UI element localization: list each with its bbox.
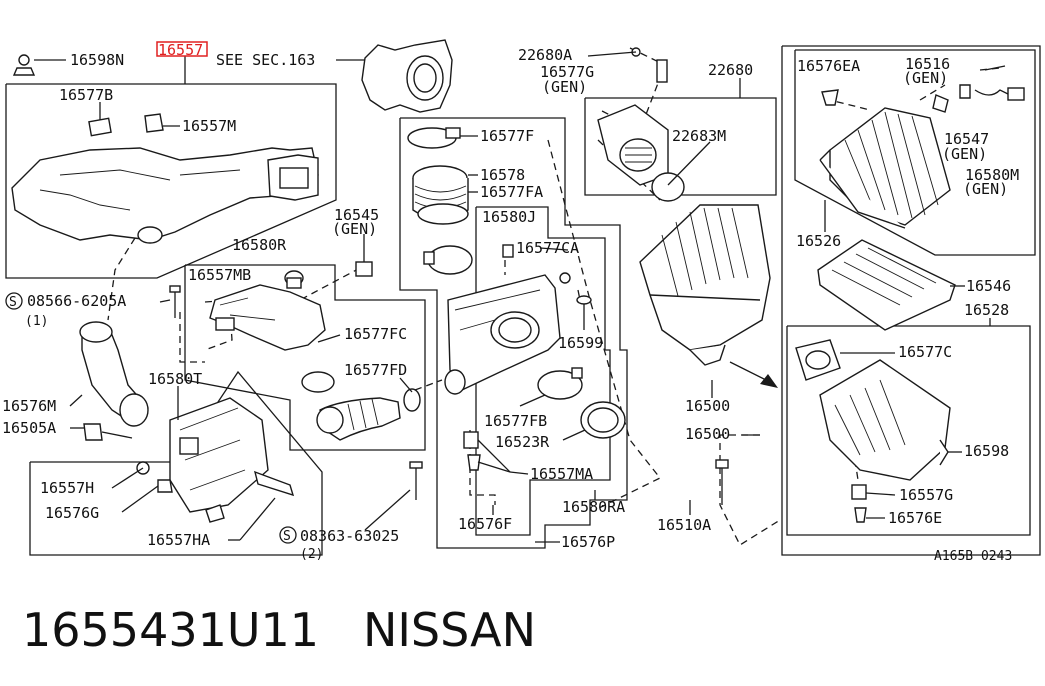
label-16598N: 16598N (70, 51, 124, 69)
label-16545-gen: (GEN) (332, 220, 377, 238)
label-see-sec: SEE SEC.163 (216, 51, 315, 69)
label-16557-highlighted[interactable]: 16557 (158, 41, 203, 59)
label-16557M: 16557M (182, 117, 236, 135)
label-16576G: 16576G (45, 504, 99, 522)
label-16577F: 16577F (480, 127, 534, 145)
upper-cover-16526-drawing (819, 65, 1025, 229)
label-16576P: 16576P (561, 533, 615, 551)
hose-assembly-drawing (407, 127, 473, 275)
label-16576E: 16576E (888, 509, 942, 527)
direction-arrow (729, 361, 778, 388)
label-16577FD: 16577FD (344, 361, 407, 379)
s-mark-08566 (5, 292, 23, 310)
footer-part-number: 1655431U11 (22, 603, 320, 657)
label-16580R: 16580R (232, 236, 287, 254)
label-16580M: 16580M (965, 166, 1019, 184)
label-16599: 16599 (558, 334, 603, 352)
label-16546: 16546 (966, 277, 1011, 295)
label-qty-2: (2) (300, 547, 323, 562)
throttle-body-drawing (361, 39, 453, 113)
label-16500-b: 16500 (685, 425, 730, 443)
label-16576M: 16576M (2, 397, 56, 415)
label-16580J: 16580J (482, 208, 536, 226)
label-16577G: 16577G (540, 63, 594, 81)
resonator-drawing (79, 321, 295, 523)
footer-caption: 1655431U11 NISSAN (22, 598, 536, 662)
label-16526: 16526 (796, 232, 841, 250)
lower-case-16528-drawing (795, 339, 951, 523)
grommets-center-drawing (463, 431, 481, 471)
clip-16598N-drawing (12, 54, 36, 76)
label-08566: 08566-6205A (27, 292, 126, 310)
label-ref-code: A165B 0243 (934, 549, 1012, 564)
label-16505A: 16505A (2, 419, 56, 437)
label-16598: 16598 (964, 442, 1009, 460)
leader-lines (34, 51, 991, 543)
label-16577G-gen: (GEN) (542, 78, 587, 96)
clamp-16577FB-drawing (537, 367, 626, 439)
label-16547: 16547 (944, 130, 989, 148)
label-16577FA: 16577FA (480, 183, 543, 201)
label-16557H: 16557H (40, 479, 94, 497)
label-16577FB: 16577FB (484, 412, 547, 430)
label-16510A: 16510A (657, 516, 711, 534)
label-16577FC: 16577FC (344, 325, 407, 343)
airflow-meter-drawing (597, 47, 685, 202)
housing-cover-drawing (444, 244, 592, 395)
filter-element-16546-drawing (817, 239, 956, 331)
label-16578: 16578 (480, 166, 525, 184)
label-16577CA: 16577CA (516, 239, 579, 257)
label-22683M: 22683M (672, 127, 726, 145)
label-08363: 08363-63025 (300, 527, 399, 545)
air-duct-drawing (11, 113, 319, 244)
label-16547-gen: (GEN) (942, 145, 987, 163)
s-mark-08363 (279, 526, 297, 544)
label-16523R: 16523R (495, 433, 550, 451)
label-qty-1: (1) (25, 314, 48, 329)
duct-16580R-drawing (209, 270, 326, 351)
tag-16545-drawing (355, 261, 373, 277)
bolt-08363-drawing (409, 461, 423, 500)
bolt-08566-drawing (169, 285, 181, 318)
label-16557MB: 16557MB (188, 266, 251, 284)
label-16580M-gen: (GEN) (963, 180, 1008, 198)
footer-brand: NISSAN (362, 603, 537, 657)
label-22680A: 22680A (518, 46, 572, 64)
label-16576EA: 16576EA (797, 57, 860, 75)
hose-16577FD-drawing (301, 371, 421, 441)
label-16545: 16545 (334, 206, 379, 224)
label-16516: 16516 (905, 55, 950, 73)
air-cleaner-assembly-drawing (639, 204, 771, 366)
label-16580T: 16580T (148, 370, 202, 388)
label-16516-gen: (GEN) (903, 69, 948, 87)
label-16577C: 16577C (898, 343, 952, 361)
label-16557MA: 16557MA (530, 465, 593, 483)
label-16557HA: 16557HA (147, 531, 210, 549)
label-16528: 16528 (964, 301, 1009, 319)
highlight-box (156, 41, 208, 57)
label-16557G: 16557G (899, 486, 953, 504)
bolt-16510A-drawing (715, 459, 729, 505)
label-16576F: 16576F (458, 515, 512, 533)
parts-diagram: 16598N 16557 SEE SEC.163 22680A 16577G (… (2, 39, 1041, 564)
label-16577B: 16577B (59, 86, 113, 104)
part-labels: 16598N 16557 SEE SEC.163 22680A 16577G (… (2, 41, 1019, 564)
label-22680: 22680 (708, 61, 753, 79)
svg-text:S: S (283, 529, 291, 544)
label-16580RA: 16580RA (562, 498, 625, 516)
label-16500-a: 16500 (685, 397, 730, 415)
svg-text:S: S (9, 295, 17, 310)
